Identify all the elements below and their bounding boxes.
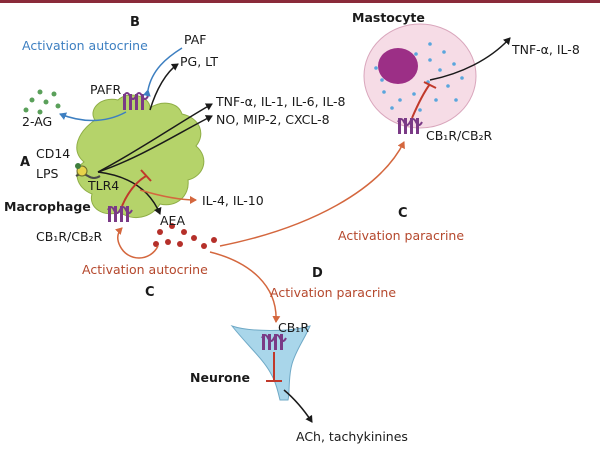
neurone-label: Neurone xyxy=(190,370,250,385)
cytokine-arrow-1 xyxy=(97,103,213,173)
cb1r-neurone-label: CB₁R xyxy=(278,320,309,335)
pafr-label: PAFR xyxy=(90,82,121,97)
cb-receptor-macrophage xyxy=(107,206,133,222)
aea-molecules xyxy=(153,223,217,249)
cb-receptor-mastocyte xyxy=(397,118,423,134)
cytokine-arrow-2 xyxy=(97,115,213,173)
two-ag-label: 2-AG xyxy=(22,114,52,129)
cb1r-receptor-neurone xyxy=(261,334,287,350)
two-ag-molecules xyxy=(23,89,61,115)
mastocyte-nucleus xyxy=(378,48,418,84)
ach-arrow xyxy=(283,389,313,423)
inhibition-macrophage xyxy=(121,169,152,207)
letter-a: A xyxy=(20,155,30,170)
lps-label: LPS xyxy=(36,166,59,181)
mastocyte-granules xyxy=(374,42,464,112)
aea-label: AEA xyxy=(160,213,185,228)
mastocyte-label: Mastocyte xyxy=(352,10,425,25)
inhibition-mastocyte xyxy=(411,81,437,119)
autocrine-arrow-2ag xyxy=(59,111,127,122)
pg-lt-label: PG, LT xyxy=(180,54,218,69)
tlr4-label: TLR4 xyxy=(87,178,119,193)
paf-label: PAF xyxy=(184,32,206,47)
autocrine-arrow-paf xyxy=(142,47,183,97)
cytokines-line1-label: TNF-α, IL-1, IL-6, IL-8 xyxy=(215,94,345,109)
paracrine-arrow-neurone xyxy=(209,251,281,323)
letter-d: D xyxy=(312,266,323,281)
pafr-receptor xyxy=(123,92,149,110)
ach-label: ACh, tachykinines xyxy=(296,429,408,444)
tlr4-receptor xyxy=(75,163,101,179)
inhibition-neurone xyxy=(266,352,282,382)
cd14-label: CD14 xyxy=(36,146,70,161)
letter-c-left: C xyxy=(145,285,155,300)
activation-paracrine-c-label: Activation paracrine xyxy=(338,228,464,243)
letter-c-right: C xyxy=(398,206,408,221)
autocrine-arrow-red xyxy=(114,227,159,259)
activation-paracrine-d-label: Activation paracrine xyxy=(270,285,396,300)
cb-mastocyte-label: CB₁R/CB₂R xyxy=(426,128,493,143)
tnf-il8-arrow xyxy=(429,37,511,81)
cytokines-line2-label: NO, MIP-2, CXCL-8 xyxy=(216,112,330,127)
mastocyte-cell xyxy=(363,23,477,129)
tnf-il8-label: TNF-α, IL-8 xyxy=(511,42,580,57)
activation-autocrine-red-label: Activation autocrine xyxy=(82,262,208,277)
il4-il10-label: IL-4, IL-10 xyxy=(202,193,264,208)
macrophage-label: Macrophage xyxy=(4,199,91,214)
top-border xyxy=(0,0,600,3)
aea-release-arrow xyxy=(97,171,162,215)
paracrine-arrow-mastocyte xyxy=(219,141,405,247)
il4-il10-arrow xyxy=(139,189,197,204)
activation-autocrine-blue-label: Activation autocrine xyxy=(22,38,148,53)
neurone-cell xyxy=(230,324,311,401)
pg-lt-arrow xyxy=(149,63,179,111)
letter-b: B xyxy=(130,15,140,30)
cb-macrophage-label: CB₁R/CB₂R xyxy=(36,229,103,244)
